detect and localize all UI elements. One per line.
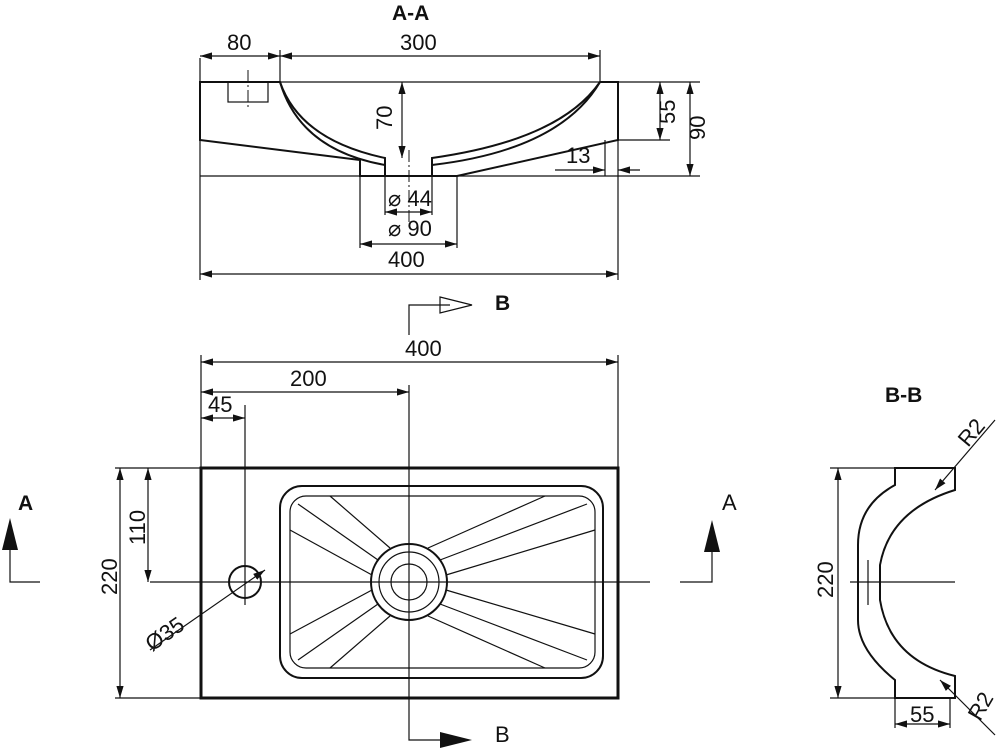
dim-plan-45: 45 [208, 392, 232, 417]
cut-a-right-arrow [704, 520, 720, 552]
dim-aa-drain-90: ⌀ 90 [388, 216, 432, 241]
dim-aa-80: 80 [227, 30, 251, 55]
dim-plan-400: 400 [405, 336, 442, 361]
dim-plan-200: 200 [290, 366, 327, 391]
section-bb-body [857, 467, 956, 699]
section-aa-title: A-A [392, 2, 429, 25]
cut-a-right-label: A [722, 490, 737, 515]
section-b-b: B-B 220 55 R2 R2 [813, 384, 999, 736]
dim-aa-90: 90 [685, 116, 710, 140]
dim-bb-220: 220 [813, 561, 838, 598]
cut-a-left-arrow [2, 518, 18, 550]
dim-aa-13: 13 [566, 143, 590, 168]
dim-plan-tap-35: Ø35 [141, 612, 189, 656]
dim-aa-drain-44: ⌀ 44 [388, 186, 432, 211]
dim-bb-55: 55 [910, 702, 934, 727]
dim-plan-220: 220 [97, 558, 122, 595]
dim-aa-300: 300 [400, 30, 437, 55]
cut-a-left-label: A [18, 492, 33, 515]
cut-b-top-arrow [439, 296, 473, 314]
bowl-facets [289, 495, 596, 669]
section-aa-bowl-outline [279, 81, 601, 166]
plan-view: B B A A 400 200 45 [2, 292, 737, 748]
dim-aa-70: 70 [372, 106, 397, 130]
dim-aa-55: 55 [655, 100, 680, 124]
section-bb-title: B-B [885, 384, 922, 407]
cut-b-top-label: B [495, 292, 510, 315]
section-a-a: A-A 80 300 70 55 90 13 ⌀ 44 ⌀ 90 [199, 2, 710, 280]
cut-b-bottom-label: B [495, 722, 510, 747]
dim-plan-110: 110 [125, 510, 150, 545]
cut-b-bottom-arrow [440, 732, 472, 748]
radius-bb-top: R2 [953, 414, 990, 452]
dim-aa-400: 400 [388, 247, 425, 272]
radius-bb-bottom: R2 [963, 688, 999, 725]
